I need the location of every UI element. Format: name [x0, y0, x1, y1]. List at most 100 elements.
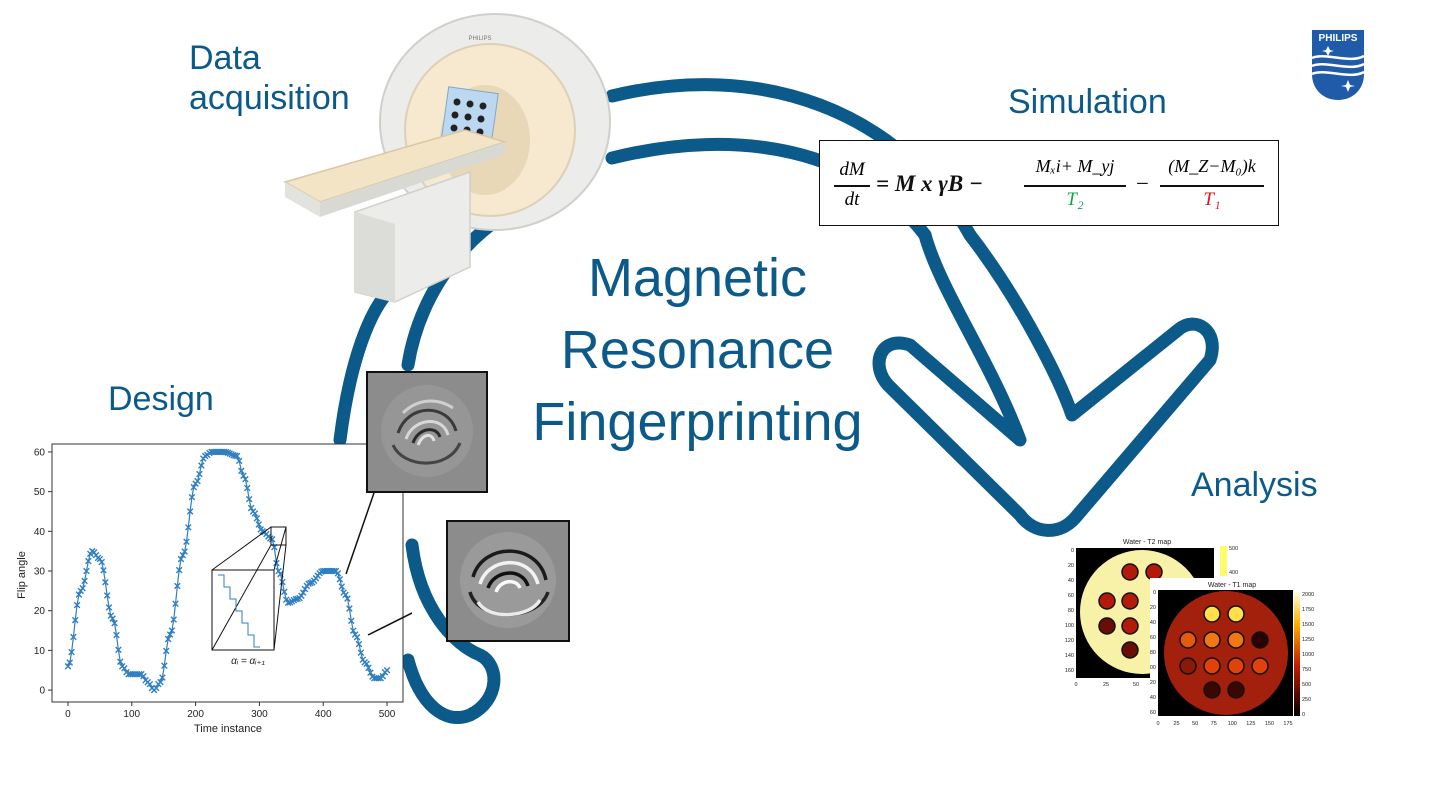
- data-point: [66, 659, 74, 666]
- data-point: [162, 647, 170, 655]
- data-point: [183, 538, 190, 545]
- data-point: [113, 631, 120, 639]
- y-tick-label: 0: [39, 686, 45, 697]
- data-point: [75, 591, 83, 598]
- y-axis-label: Flip angle: [16, 551, 28, 599]
- data-point: [177, 555, 185, 563]
- data-point: [168, 627, 176, 634]
- data-point: [334, 569, 342, 577]
- data-point: [242, 475, 249, 483]
- data-point: [68, 648, 75, 656]
- data-point: [292, 595, 300, 603]
- colorbar-tick: 1500: [1302, 622, 1314, 628]
- philips-logo: PHILIPS: [1311, 30, 1365, 100]
- heatmap-y-tick: 40: [1068, 578, 1074, 584]
- data-point: [71, 616, 79, 624]
- y-tick-label: 30: [34, 567, 46, 578]
- heatmap-x-tick: 150: [1265, 721, 1274, 727]
- heatmap-x-tick: 50: [1133, 682, 1139, 688]
- data-point: [224, 449, 232, 456]
- heatmap-x-tick: 0: [1156, 721, 1159, 727]
- y-tick-label: 10: [34, 646, 46, 657]
- data-point: [338, 583, 346, 590]
- data-point: [164, 635, 172, 643]
- data-point: [98, 558, 105, 566]
- data-point: [251, 510, 259, 517]
- data-point: [140, 672, 147, 680]
- data-point: [83, 567, 90, 575]
- data-point: [228, 451, 235, 458]
- data-point: [115, 646, 122, 654]
- data-point: [255, 521, 263, 528]
- data-point: [175, 566, 183, 574]
- x-tick-label: 200: [187, 709, 204, 720]
- fingerprint-image-1: [366, 371, 488, 493]
- data-point: [233, 452, 241, 460]
- fingerprint-image-2: [446, 520, 570, 642]
- data-point: [330, 567, 338, 575]
- flip-angle-markers: [64, 448, 391, 694]
- data-point: [157, 678, 164, 686]
- zoom-inset: [211, 569, 275, 651]
- eq-t1-numerator: (M_Z−M₀)k: [1168, 156, 1256, 176]
- data-point: [79, 584, 86, 592]
- data-point: [85, 557, 92, 565]
- heatmap-x-tick: 25: [1103, 682, 1109, 688]
- label-simulation: Simulation: [1008, 83, 1167, 121]
- data-point: [81, 577, 88, 585]
- data-point: [305, 580, 312, 588]
- data-point: [279, 578, 286, 586]
- zoom-marker: [270, 526, 287, 546]
- mri-scanner-image: PHILIPS: [283, 13, 611, 303]
- data-point: [70, 633, 77, 641]
- data-point: [238, 467, 245, 475]
- y-tick-label: 20: [34, 606, 46, 617]
- data-point: [365, 664, 372, 672]
- eq-middle: = M x γB −: [876, 171, 983, 196]
- data-point: [301, 585, 309, 593]
- data-point: [245, 495, 253, 503]
- heatmap-y-tick: 140: [1065, 653, 1074, 659]
- x-tick-label: 100: [123, 709, 140, 720]
- heatmap-y-tick: 160: [1065, 668, 1074, 674]
- heatmap-x-tick: 25: [1174, 721, 1180, 727]
- data-point: [284, 599, 292, 607]
- main-title: Magnetic Resonance Fingerprinting: [532, 248, 863, 452]
- data-point: [357, 649, 365, 657]
- data-point: [161, 662, 168, 669]
- colorbar-tick: 1250: [1302, 637, 1314, 643]
- eq-t1-denominator: T₁: [1203, 189, 1221, 210]
- heatmap-x-tick: 0: [1074, 682, 1077, 688]
- data-point: [116, 658, 124, 666]
- heatmap-y-tick: 20: [1150, 605, 1156, 611]
- heatmap-y-tick: 140: [1150, 695, 1156, 701]
- data-point: [102, 578, 109, 586]
- x-axis-label: Time instance: [194, 723, 262, 735]
- heatmap-y-tick: 80: [1150, 650, 1156, 656]
- data-point: [243, 484, 251, 492]
- colorbar-tick: 0: [1302, 712, 1305, 718]
- data-point: [105, 604, 113, 611]
- heatmap-y-tick: 160: [1150, 710, 1156, 716]
- colorbar-tick: 400: [1229, 570, 1238, 576]
- data-point: [170, 616, 178, 623]
- eq-t2-denominator: T₂: [1066, 189, 1084, 210]
- x-tick-label: 400: [315, 709, 332, 720]
- t2-map-title: Water - T2 map: [1123, 539, 1171, 546]
- heatmap-y-tick: 0: [1071, 548, 1074, 554]
- philips-logo-text: PHILIPS: [1319, 33, 1358, 44]
- data-point: [353, 633, 361, 641]
- data-point: [235, 457, 243, 465]
- scanner-brand-text: PHILIPS: [468, 36, 491, 42]
- eq-t2-numerator: Mₓi+ M_yj: [1035, 156, 1115, 176]
- heatmap-x-tick: 75: [1211, 721, 1217, 727]
- data-point: [349, 627, 357, 635]
- heatmap-y-tick: 100: [1065, 623, 1074, 629]
- data-point: [299, 589, 307, 596]
- data-point: [172, 600, 179, 607]
- heatmap-y-tick: 120: [1150, 680, 1156, 686]
- data-point: [194, 477, 201, 485]
- data-point: [135, 670, 143, 678]
